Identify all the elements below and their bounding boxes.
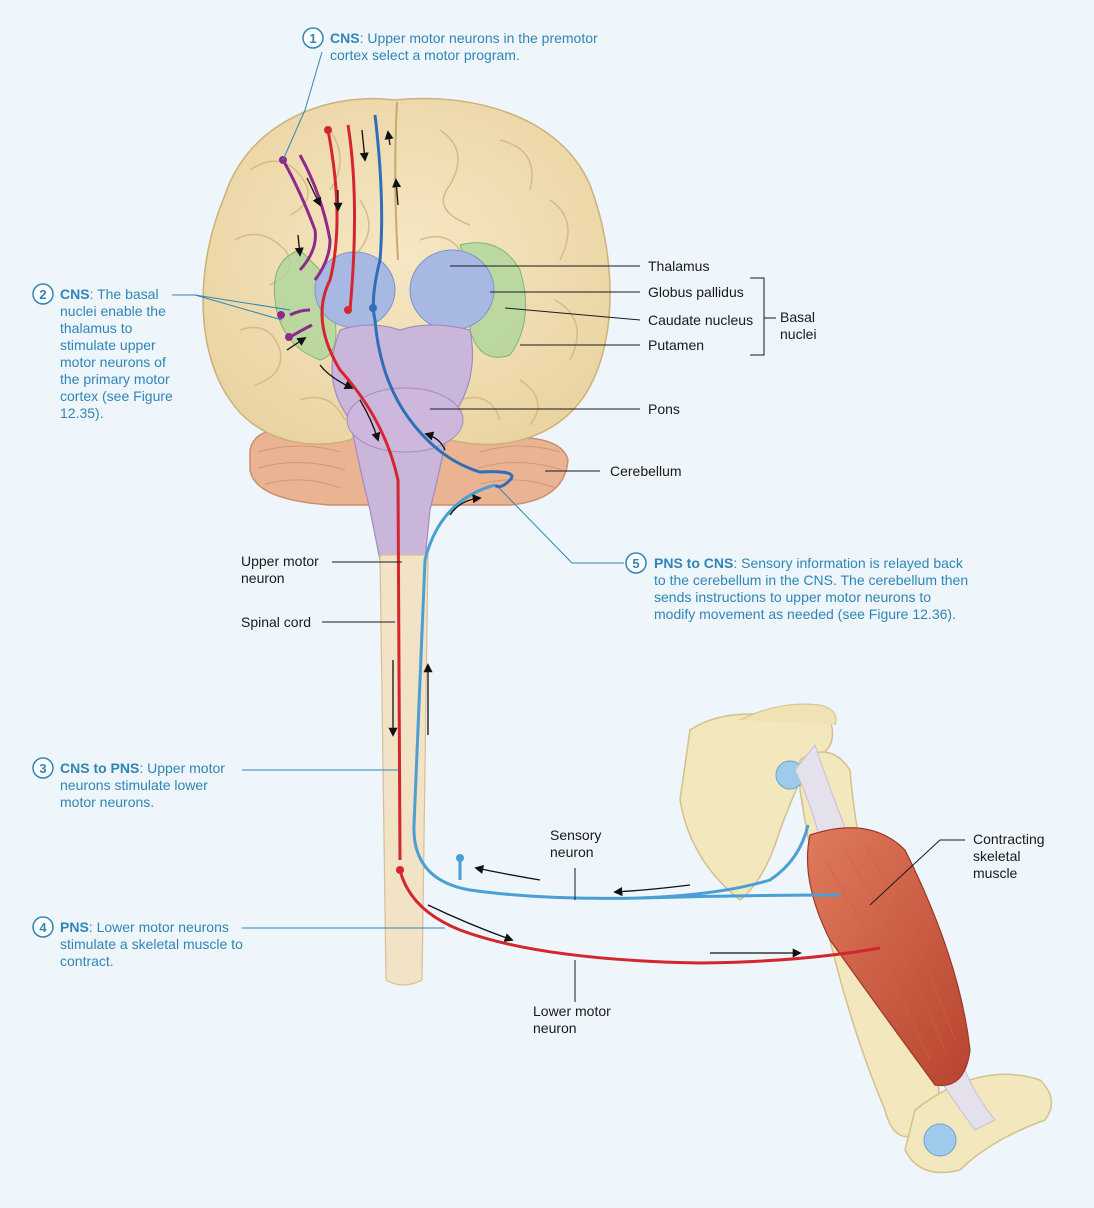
step-1-heading: CNS [330, 30, 360, 46]
step-2-line-8: 12.35). [60, 405, 104, 421]
step-2-line-7: cortex (see Figure [60, 388, 173, 404]
spinal-cord-shape [379, 554, 429, 986]
step-4-line-3: contract. [60, 953, 114, 969]
step-1-line-1: Upper motor neurons in the premotor [367, 30, 598, 46]
label-thalamus: Thalamus [648, 258, 709, 274]
label-contracting-muscle-1: Contracting [973, 831, 1045, 847]
step-5-callout: 5 PNS to CNS: Sensory information is rel… [625, 552, 968, 622]
label-lower-motor-neuron-2: neuron [533, 1020, 577, 1036]
label-contracting-muscle-3: muscle [973, 865, 1018, 881]
step-4-line-2: stimulate a skeletal muscle to [60, 936, 243, 952]
step-3-badge [32, 757, 54, 779]
step-4-line-1: Lower motor neurons [97, 919, 229, 935]
label-upper-motor-neuron-1: Upper motor [241, 553, 319, 569]
step-1-callout: 1 CNS: Upper motor neurons in the premot… [302, 27, 598, 63]
pons-shape [346, 387, 464, 453]
svg-text:PNS: Lower motor neurons: PNS: Lower motor neurons [60, 919, 229, 935]
step-2-line-1: The basal [97, 286, 158, 302]
label-contracting-muscle-2: skeletal [973, 848, 1020, 864]
step-5-line-3: sends instructions to upper motor neuron… [654, 589, 931, 605]
cerebellar-pathway [371, 114, 514, 489]
svg-text:CNS to PNS: Upper motor: CNS to PNS: Upper motor [60, 760, 225, 776]
label-pons: Pons [648, 401, 680, 417]
step-3-line-3: motor neurons. [60, 794, 154, 810]
step-5-line-2: to the cerebellum in the CNS. The cerebe… [654, 572, 968, 588]
label-sensory-neuron-1: Sensory [550, 827, 601, 843]
label-spinal-cord: Spinal cord [241, 614, 311, 630]
step-5-line-1: Sensory information is relayed back [741, 555, 964, 571]
step-2-callout: 2 CNS: The basal nuclei enable the thala… [32, 283, 173, 421]
label-basal-nuclei-1: Basal [780, 309, 815, 325]
label-lower-motor-neuron-1: Lower motor [533, 1003, 611, 1019]
label-sensory-neuron-2: neuron [550, 844, 594, 860]
label-upper-motor-neuron-2: neuron [241, 570, 285, 586]
label-caudate-nucleus: Caudate nucleus [648, 312, 753, 328]
step-2-line-2: nuclei enable the [60, 303, 166, 319]
step-2-number: 2 [39, 287, 46, 302]
basal-neuron-soma-2 [285, 333, 293, 341]
step-3-callout: 3 CNS to PNS: Upper motor neurons stimul… [32, 757, 225, 810]
step-4-number: 4 [39, 920, 47, 935]
svg-text:PNS to CNS: Sensory informatio: PNS to CNS: Sensory information is relay… [654, 555, 964, 571]
sensory-neuron-path [412, 483, 841, 900]
step-4-callout: 4 PNS: Lower motor neurons stimulate a s… [32, 916, 243, 969]
lower-motor-neuron-path [398, 869, 881, 965]
svg-text:CNS: Upper motor neurons in th: CNS: Upper motor neurons in the premotor [330, 30, 598, 46]
basal-neuron-soma-1 [277, 311, 285, 319]
step-5-number: 5 [632, 556, 639, 571]
step-2-badge [32, 283, 54, 305]
step-3-heading: CNS to PNS [60, 760, 139, 776]
step-5-line-4: modify movement as needed (see Figure 12… [654, 606, 956, 622]
step-3-line-2: neurons stimulate lower [60, 777, 208, 793]
flow-arrows [286, 129, 802, 958]
thalamus-right [409, 249, 495, 331]
step-5-heading: PNS to CNS [654, 555, 733, 571]
step-3-number: 3 [39, 761, 46, 776]
step-4-badge [32, 916, 54, 938]
step-1-number: 1 [309, 31, 316, 46]
svg-text:CNS: The basal: CNS: The basal [60, 286, 159, 302]
step-3-line-1: Upper motor [147, 760, 225, 776]
step-1-badge [302, 27, 324, 49]
label-putamen: Putamen [648, 337, 704, 353]
step-2-line-5: motor neurons of [60, 354, 166, 370]
step-2-line-6: the primary motor [60, 371, 170, 387]
label-cerebellum: Cerebellum [610, 463, 682, 479]
step-2-heading: CNS [60, 286, 90, 302]
step-1-line-2: cortex select a motor program. [330, 47, 520, 63]
step-2-line-4: stimulate upper [60, 337, 156, 353]
biceps-muscle [806, 827, 971, 1087]
step-5-badge [625, 552, 647, 574]
arm-illustration [679, 703, 1053, 1174]
label-globus-pallidus: Globus pallidus [648, 284, 744, 300]
label-basal-nuclei-2: nuclei [780, 326, 817, 342]
brain-illustration [202, 97, 611, 986]
step-4-heading: PNS [60, 919, 89, 935]
step-2-line-3: thalamus to [60, 320, 133, 336]
